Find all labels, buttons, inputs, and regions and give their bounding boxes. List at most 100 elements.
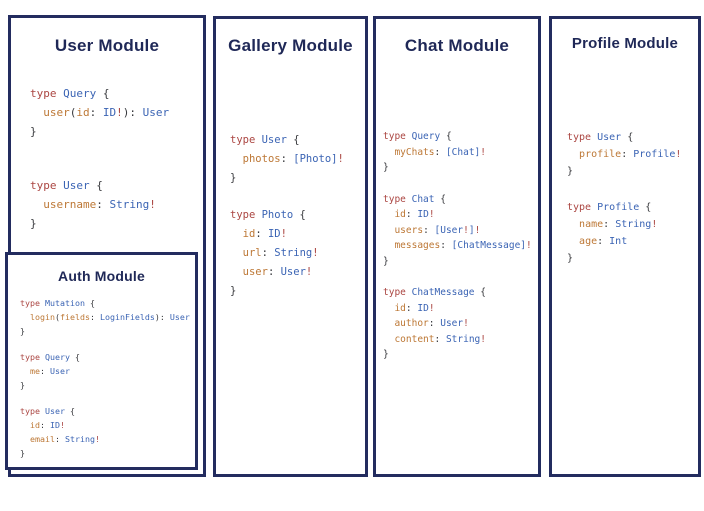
code-token: : — [440, 240, 452, 251]
code-token: type — [230, 134, 262, 146]
code-token: ! — [651, 219, 658, 230]
code-line: name: String! — [567, 216, 681, 233]
code-line: id: ID! — [383, 207, 532, 223]
code-line: age: Int — [567, 233, 681, 250]
code-token: Query — [411, 131, 446, 142]
code-profile: type User { profile: Profile!}type Profi… — [567, 129, 681, 267]
code-token: id — [30, 420, 40, 430]
code-token: user — [242, 266, 268, 278]
code-token: ! — [337, 153, 344, 165]
code-token: author — [394, 318, 429, 329]
code-token: } — [383, 349, 389, 360]
code-token: } — [383, 255, 389, 267]
code-token: ! — [474, 224, 481, 236]
code-line: user(id: ID!): User — [30, 103, 169, 122]
code-line: content: String! — [383, 332, 532, 348]
code-token: } — [230, 172, 237, 184]
code-line: id: ID! — [230, 225, 344, 244]
code-line: type Mutation { — [20, 296, 190, 310]
code-token: ): — [154, 312, 170, 322]
code-token: photos — [242, 153, 281, 165]
code-token: ChatMessage — [411, 287, 481, 298]
code-token: ID — [267, 228, 281, 240]
code-token: myChats — [394, 146, 435, 158]
code-token: profile — [579, 149, 622, 160]
module-card-profile: Profile Module type User { profile: Prof… — [549, 16, 701, 477]
code-line: } — [230, 169, 344, 188]
code-block: type Query { myChats: [Chat]!} — [383, 129, 532, 176]
code-token: type — [567, 132, 598, 143]
code-line: myChats: [Chat]! — [383, 145, 532, 161]
code-token: : — [40, 420, 50, 430]
code-token: ID — [417, 209, 429, 220]
code-token: User — [280, 266, 306, 278]
code-block: type ChatMessage { id: ID! author: User!… — [383, 285, 532, 363]
code-token: String — [445, 333, 481, 345]
code-token: me — [30, 366, 40, 376]
code-token: username — [43, 198, 97, 211]
code-token: id — [242, 228, 256, 240]
code-token: ! — [94, 434, 100, 444]
code-token: : — [89, 106, 103, 119]
code-token: [Chat] — [445, 146, 481, 158]
code-line: } — [383, 347, 532, 363]
code-gallery: type User { photos: [Photo]!}type Photo … — [230, 131, 344, 301]
code-token: : — [40, 366, 50, 376]
code-token: : — [255, 228, 268, 240]
code-line: } — [567, 250, 681, 267]
code-token — [383, 209, 394, 220]
code-token — [20, 434, 30, 444]
code-token: ! — [480, 146, 487, 158]
module-title-gallery: Gallery Module — [228, 36, 353, 55]
code-token: Profile — [633, 149, 676, 160]
code-token: Query — [63, 87, 103, 100]
code-line: } — [30, 122, 169, 141]
code-token: { — [89, 298, 95, 308]
code-token — [30, 198, 43, 211]
code-line: email: String! — [20, 432, 190, 446]
code-token: User — [142, 106, 170, 119]
code-token: type — [20, 406, 45, 416]
code-token: : — [423, 224, 435, 236]
code-token: User — [440, 318, 464, 329]
code-token — [20, 312, 30, 322]
code-token: type — [567, 202, 598, 213]
code-token — [20, 420, 30, 430]
code-token: { — [480, 287, 486, 298]
code-token: String — [274, 247, 313, 259]
code-token: User — [63, 179, 97, 192]
code-token: Mutation — [44, 298, 90, 308]
code-token: User — [261, 134, 294, 146]
code-token: : — [603, 219, 616, 230]
code-token: } — [20, 448, 25, 458]
code-token: ! — [480, 333, 487, 345]
code-token: String — [109, 198, 150, 211]
module-title-profile: Profile Module — [571, 35, 679, 52]
code-token: content — [394, 333, 435, 345]
code-token: { — [645, 202, 652, 213]
code-line: login(fields: LoginFields): User — [20, 310, 190, 324]
code-block: type User { photos: [Photo]!} — [230, 131, 344, 188]
code-token: login — [30, 312, 55, 322]
code-token — [383, 334, 394, 345]
code-line: type Profile { — [567, 199, 681, 216]
code-token: : — [280, 153, 294, 165]
code-token: ID — [102, 106, 117, 119]
code-line: } — [20, 446, 190, 460]
code-token: ! — [463, 318, 469, 329]
code-token: } — [567, 253, 574, 264]
code-line: type Query { — [30, 84, 169, 103]
code-token: id — [394, 302, 406, 314]
code-token: name — [579, 219, 604, 230]
code-token: String — [64, 434, 95, 444]
code-token: : — [434, 333, 446, 345]
module-title-auth: Auth Module — [58, 268, 145, 284]
code-token: ! — [116, 106, 123, 119]
code-token: ! — [428, 209, 435, 220]
code-token: [ChatMessage] — [451, 240, 527, 251]
code-token: ! — [305, 266, 313, 278]
code-token: { — [293, 134, 300, 146]
code-token — [230, 153, 243, 165]
code-block: type Query { me: User} — [20, 350, 190, 392]
code-token: ! — [149, 198, 156, 211]
